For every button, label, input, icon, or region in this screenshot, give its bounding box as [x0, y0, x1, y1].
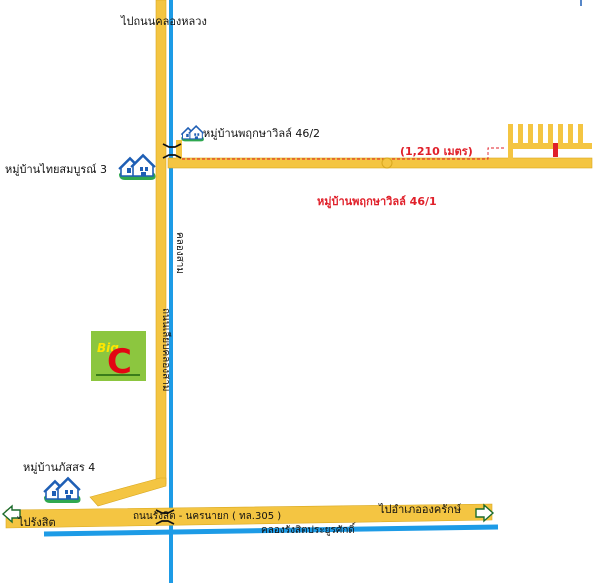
label-to-rangsit: ไปรังสิต	[17, 516, 56, 529]
label-canal-sam: คลองสาม	[174, 232, 185, 274]
village-46-1-grid	[508, 124, 592, 160]
house-icon	[118, 154, 157, 181]
label-canal-rangsit: คลองรังสิตประยูรศักดิ์	[261, 522, 356, 536]
midpoint-marker	[381, 157, 393, 169]
label-village-46-1: หมู่บ้านพฤกษาวิลล์ 46/1	[317, 195, 437, 209]
bigc-logo: Big C	[91, 331, 146, 382]
label-to-khlong-luang: ไปถนนคลองหลวง	[120, 15, 207, 28]
label-village-thai-somboon: หมู่บ้านไทยสมบูรณ์ 3	[5, 163, 107, 176]
label-road-khlong-sam: ถนนเลียบคลองสาม	[160, 308, 172, 392]
road-village-46-2-spur	[176, 140, 182, 160]
label-to-ongkharak: ไปอำเภอองครักษ์	[378, 503, 461, 516]
road-rangsit-nakhon-nayok	[5, 503, 493, 529]
bigc-logo-text-big: Big	[97, 341, 119, 355]
house-icon	[180, 125, 205, 142]
label-village-46-2: หมู่บ้านพฤกษาวิลล์ 46/2	[203, 127, 320, 140]
road-khlong-sam	[155, 0, 167, 485]
label-village-phatsorn: หมู่บ้านภัสสร 4	[23, 461, 95, 474]
label-distance: (1,210 เมตร)	[400, 145, 473, 158]
road-pruksa-46-1	[167, 157, 593, 169]
label-road-rangsit-nakhon-nayok: ถนนรังสิต - นครนายก ( ทล.305 )	[133, 511, 281, 522]
distance-route	[182, 147, 505, 160]
canal-rangsit	[43, 524, 499, 537]
house-icon	[43, 477, 82, 504]
road-phatsorn-branch	[89, 477, 167, 507]
